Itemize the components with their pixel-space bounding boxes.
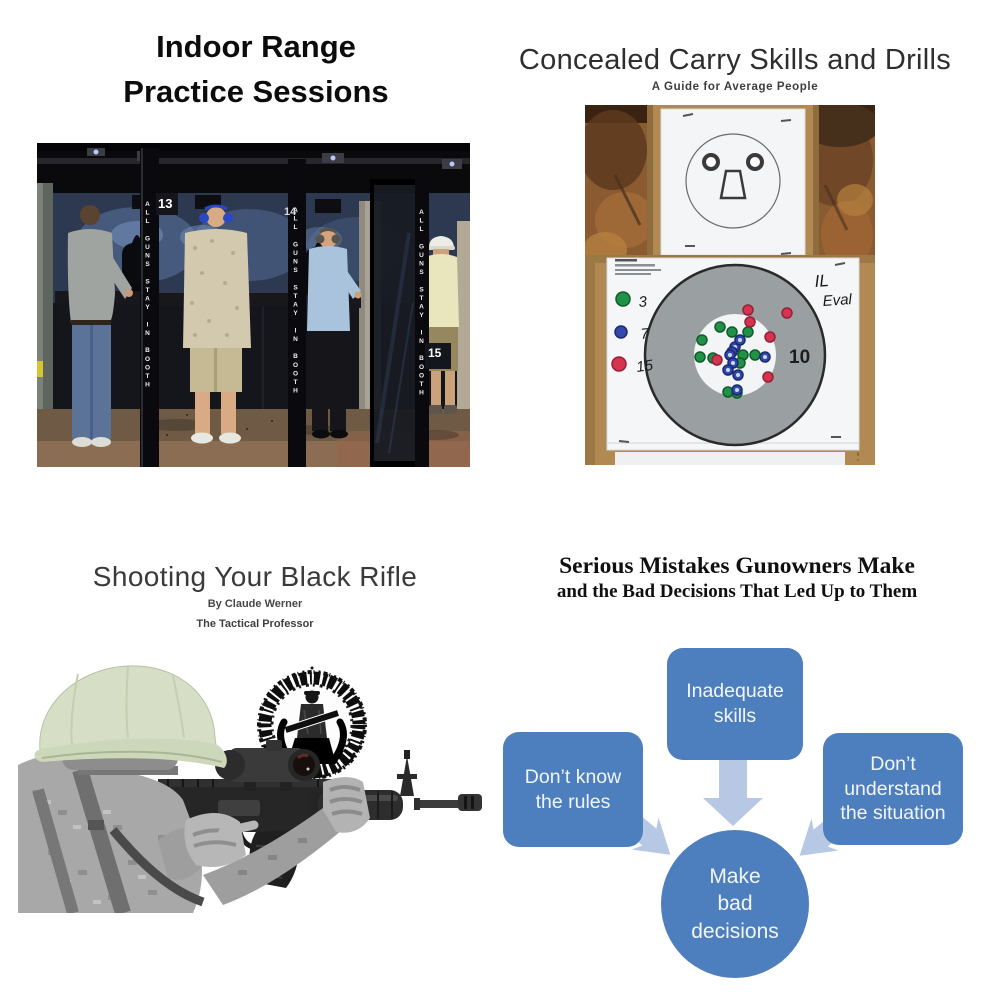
divider-text-15: ALL GUNS STAY IN BOOTH <box>418 209 425 399</box>
shooter-2 <box>183 204 251 444</box>
target-legend: 3 7 15 <box>611 291 655 376</box>
shot-paster-red <box>764 331 776 343</box>
target-photo: 10 3 7 15 IL Eval <box>579 103 880 465</box>
shot-paster-center <box>763 355 767 359</box>
booth-number-13: 13 <box>158 196 173 211</box>
annotation-eval: Eval <box>822 291 853 310</box>
shooter-1 <box>67 205 133 447</box>
shot-paster-green <box>749 349 761 361</box>
shot-paster-green <box>696 334 708 346</box>
booth-number-15: 15 <box>428 346 442 360</box>
divider-text-13: ALL GUNS STAY IN BOOTH <box>144 201 151 391</box>
legend-label-green: 3 <box>638 293 648 311</box>
shot-pasters <box>694 304 793 399</box>
black-rifle-title: Shooting Your Black Rifle <box>92 561 418 592</box>
legend-dot-blue <box>614 325 628 339</box>
cause-box-rules: Don’t know the rules <box>503 732 643 847</box>
legend-dot-green <box>615 291 631 307</box>
indoor-range-title-line1: Indoor Range <box>156 29 356 64</box>
indoor-range-title-line2: Practice Sessions <box>123 74 389 109</box>
black-rifle-subtitle: The Tactical Professor <box>196 618 314 630</box>
shot-paster-center <box>736 373 740 377</box>
serious-mistakes-title: Serious Mistakes Gunowners Make <box>559 553 915 579</box>
target-photo-art: 10 3 7 15 IL Eval <box>579 103 880 465</box>
shot-paster-green <box>726 326 738 338</box>
tactical-professor-logo <box>257 666 367 784</box>
ring-label: 10 <box>789 347 810 368</box>
effect-circle: Make bad decisions <box>661 830 809 978</box>
shot-paster-red <box>742 304 754 316</box>
legend-label-red: 15 <box>635 357 655 376</box>
shot-paster-red <box>781 307 793 319</box>
concealed-carry-title: Concealed Carry Skills and Drills <box>518 44 952 76</box>
legend-label-blue: 7 <box>640 325 650 343</box>
indoor-range-title: Indoor Range Practice Sessions <box>0 24 512 114</box>
rifle-shooter-art <box>18 650 493 916</box>
black-rifle-byline: By Claude Werner <box>207 598 303 610</box>
shot-paster-green <box>742 326 754 338</box>
divider-text-14: ALL GUNS STAY IN BOOTH <box>292 207 299 397</box>
booth-number-14: 14 <box>284 206 297 218</box>
shot-paster-center <box>735 388 739 392</box>
shot-paster-red <box>762 371 774 383</box>
indoor-range-photo: ALL GUNS STAY IN BOOTH ALL GUNS STAY IN … <box>37 143 470 471</box>
indoor-range-photo-art <box>37 143 470 471</box>
shot-paster-center <box>728 353 732 357</box>
concealed-carry-subtitle: A Guide for Average People <box>651 81 819 93</box>
shot-paster-green <box>714 321 726 333</box>
legend-dot-red <box>611 356 627 372</box>
shot-paster-center <box>738 338 742 342</box>
shot-paster-center <box>731 361 735 365</box>
rifle-shooter-svg <box>18 665 482 916</box>
shot-paster-red <box>711 354 723 366</box>
shot-paster-center <box>726 368 730 372</box>
shooter-3 <box>307 228 362 439</box>
cause-box-skills: Inadequate skills <box>667 648 803 760</box>
arrow-right-diagonal <box>799 817 843 856</box>
annotation-il: IL <box>814 271 829 291</box>
diagram-arrows <box>627 760 843 856</box>
arrow-left-diagonal <box>627 816 671 855</box>
shot-paster-red <box>744 316 756 328</box>
arrow-down <box>703 760 763 826</box>
cause-box-situation: Don’t understand the situation <box>823 733 963 845</box>
serious-mistakes-subtitle: and the Bad Decisions That Led Up to The… <box>556 581 918 602</box>
shot-paster-green <box>694 351 706 363</box>
